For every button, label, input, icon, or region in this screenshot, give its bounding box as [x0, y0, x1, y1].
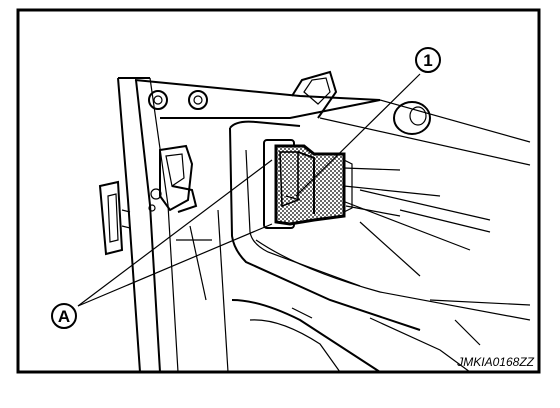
callout-a-label: A — [58, 307, 70, 326]
figure-code: JMKIA0168ZZ — [456, 355, 534, 369]
body-panel-lines — [98, 70, 531, 373]
leader-lines — [77, 73, 421, 307]
callout-1-label: 1 — [423, 51, 432, 70]
connector-1 — [263, 139, 353, 229]
callout-1: 1 — [415, 47, 441, 73]
callout-a: A — [51, 303, 77, 329]
